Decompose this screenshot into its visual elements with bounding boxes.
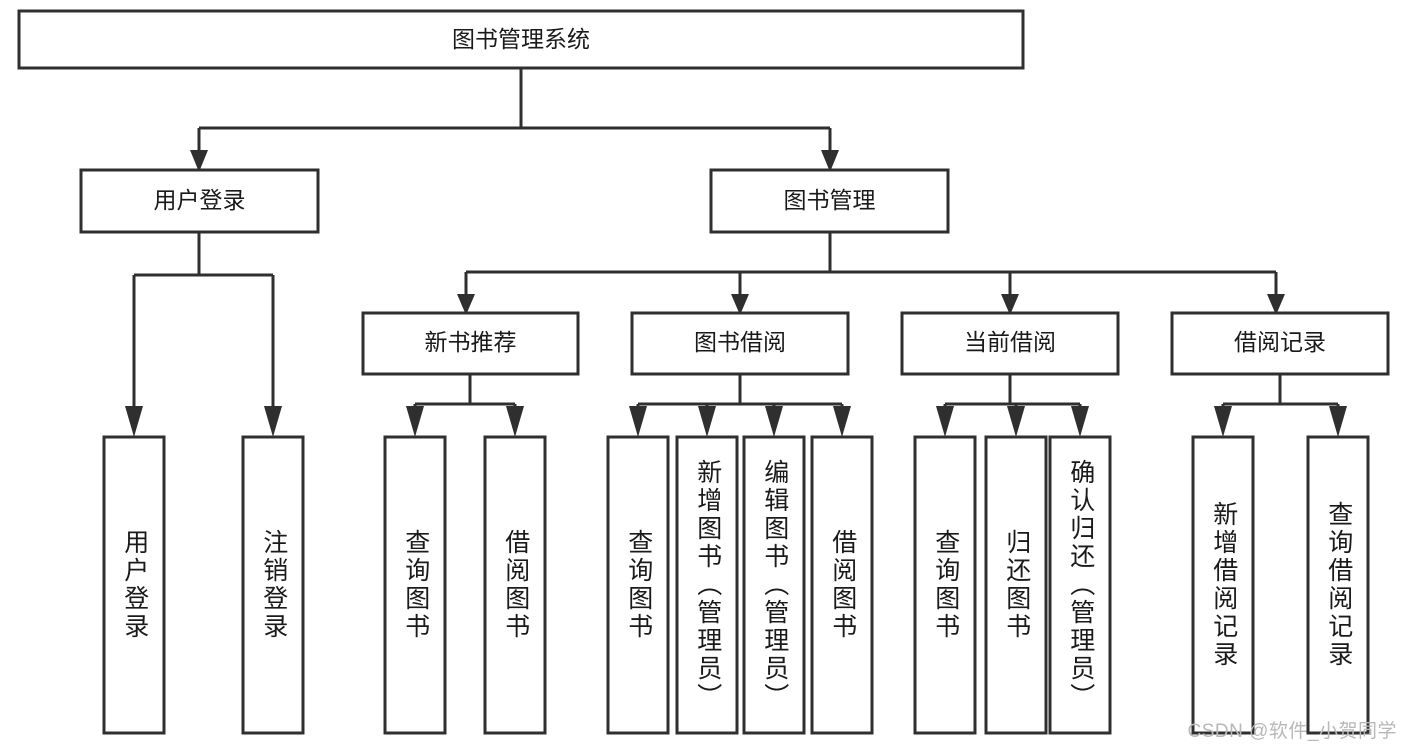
arrowhead-leaf-return-book: [1007, 406, 1025, 437]
node-box-root[interactable]: [17, 9, 1025, 70]
arrowhead-leaf-edit-book: [765, 406, 783, 437]
arrowhead-new-book: [457, 294, 475, 315]
arrowhead-current-borrow: [1001, 294, 1019, 315]
arrowheads-layer: [125, 150, 1347, 437]
leaf-box-borrow-book-1[interactable]: [483, 435, 547, 735]
nodes-layer: 图书管理系统 用户登录 图书管理 新书推荐 图书借阅 当前借阅 借阅记录: [17, 9, 1390, 376]
node-label-user-login: 用户登录: [154, 187, 246, 213]
leaf-nodes-layer: [102, 435, 1370, 735]
arrowhead-leaf-logout-login: [264, 406, 282, 437]
arrowhead-leaf-borrow-book-1: [506, 406, 524, 437]
arrowhead-borrow-record: [1267, 294, 1285, 315]
leaf-box-add-borrow-record[interactable]: [1191, 435, 1255, 735]
arrowhead-book-borrow: [731, 294, 749, 315]
node-box-new-book-recommend[interactable]: [361, 311, 580, 376]
leaf-box-query-book-2[interactable]: [606, 435, 670, 735]
leaf-box-edit-book[interactable]: [742, 435, 806, 735]
arrowhead-leaf-user-login: [125, 406, 143, 437]
arrowhead-leaf-query-book-1: [406, 406, 424, 437]
node-label-book-manage: 图书管理: [784, 187, 876, 213]
node-label-root: 图书管理系统: [452, 26, 590, 52]
arrowhead-user-login: [190, 150, 208, 172]
leaf-box-user-login[interactable]: [102, 435, 166, 735]
node-box-book-borrow[interactable]: [630, 311, 850, 376]
leaf-box-query-book-3[interactable]: [913, 435, 977, 735]
arrowhead-leaf-add-borrow-record: [1214, 406, 1232, 437]
arrowhead-leaf-query-borrow-record: [1329, 406, 1347, 437]
node-label-new-book-recommend: 新书推荐: [425, 329, 517, 355]
arrowhead-leaf-query-book-3: [936, 406, 954, 437]
arrowhead-leaf-add-book: [698, 406, 716, 437]
arrowhead-leaf-query-book-2: [629, 406, 647, 437]
node-label-current-borrow: 当前借阅: [964, 329, 1056, 355]
leaf-box-borrow-book-2[interactable]: [810, 435, 874, 735]
leaf-box-confirm-return[interactable]: [1048, 435, 1112, 735]
leaf-box-return-book[interactable]: [984, 435, 1048, 735]
node-box-user-login[interactable]: [79, 168, 320, 234]
arrowhead-leaf-confirm-return: [1071, 406, 1089, 437]
csdn-watermark: CSDN @软件_小贺同学: [1187, 721, 1397, 742]
leaf-box-add-book[interactable]: [675, 435, 739, 735]
node-label-borrow-record: 借阅记录: [1234, 329, 1326, 355]
leaf-box-query-borrow-record[interactable]: [1306, 435, 1370, 735]
arrowhead-leaf-borrow-book-2: [833, 406, 851, 437]
leaf-box-logout-login[interactable]: [241, 435, 305, 735]
node-box-book-manage[interactable]: [709, 168, 950, 234]
node-box-current-borrow[interactable]: [900, 311, 1120, 376]
node-box-borrow-record[interactable]: [1170, 311, 1390, 376]
arrowhead-book-manage: [821, 150, 839, 172]
leaf-box-query-book-1[interactable]: [383, 435, 447, 735]
node-label-book-borrow: 图书借阅: [694, 329, 786, 355]
